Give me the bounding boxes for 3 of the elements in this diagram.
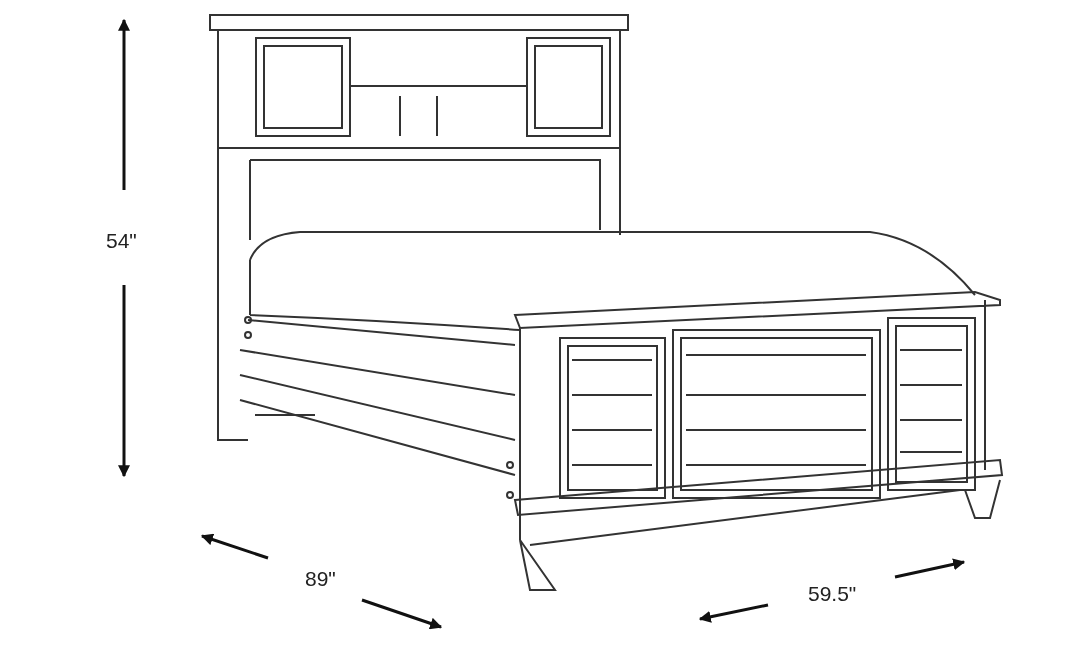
dimension-label: 54" [106, 230, 137, 251]
dimension-label: 89" [305, 568, 336, 589]
dimension-label: 59.5" [808, 583, 857, 604]
